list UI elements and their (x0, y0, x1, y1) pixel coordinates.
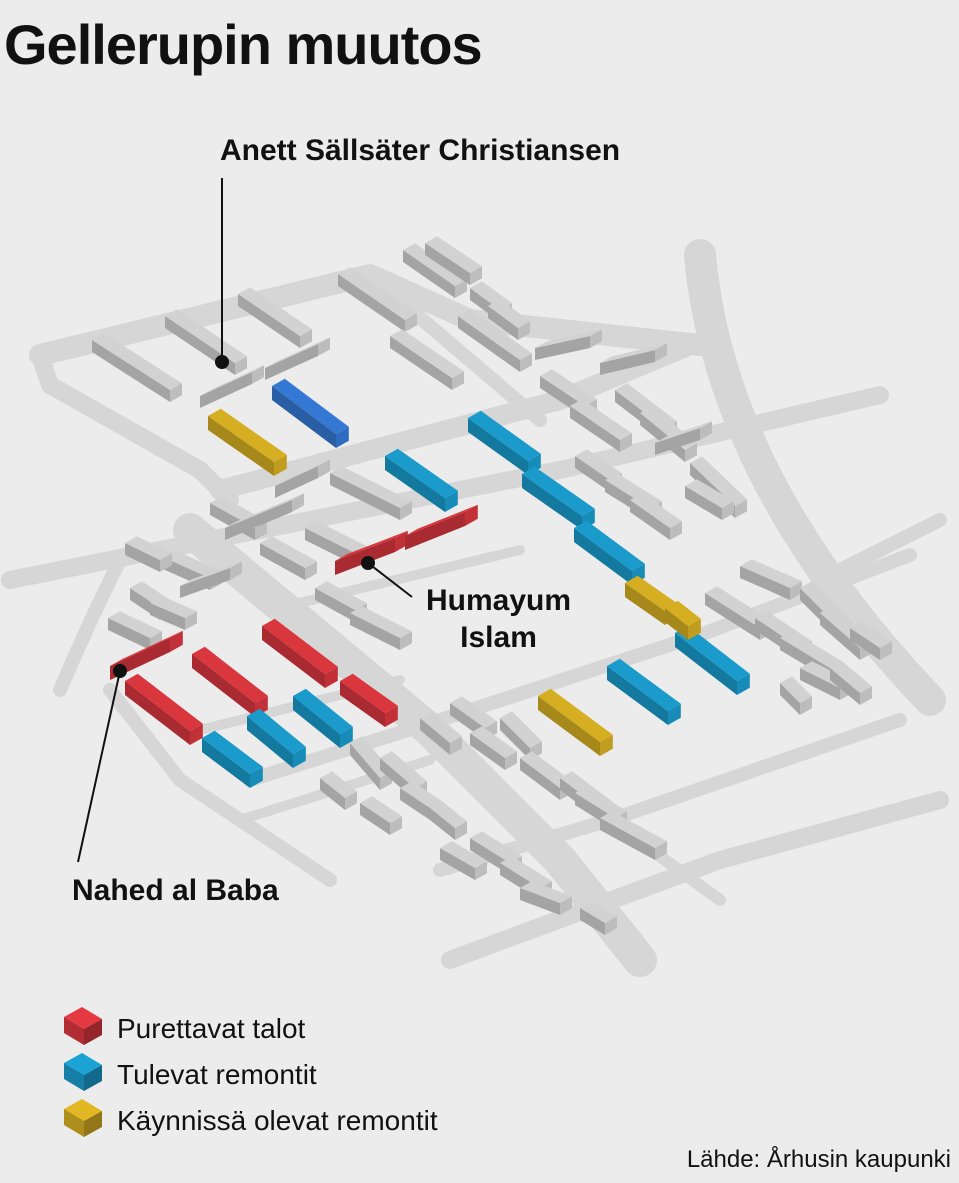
gray-building (265, 337, 330, 380)
gray-building (830, 661, 872, 705)
gray-building (92, 333, 182, 402)
demolish-building (125, 673, 203, 745)
legend-label: Tulevat remontit (117, 1059, 317, 1090)
gray-building (330, 466, 412, 520)
red-block-icon (64, 1007, 102, 1045)
gray-building (225, 493, 304, 540)
upcoming-building (247, 708, 306, 768)
gray-building (570, 399, 632, 452)
renovated-building (272, 378, 349, 448)
upcoming-building (675, 625, 750, 695)
yellow-block-icon (64, 1099, 102, 1137)
legend-label: Purettavat talot (117, 1013, 306, 1044)
gray-building (685, 479, 734, 520)
gray-building (425, 236, 482, 285)
gray-building (350, 606, 412, 650)
ongoing-building (208, 408, 287, 476)
demolish-building (405, 504, 478, 550)
gray-building (488, 299, 530, 340)
gray-building (390, 329, 464, 390)
gray-building (108, 611, 162, 650)
gray-building (260, 536, 317, 580)
gray-building (338, 267, 417, 332)
marker-anett (215, 355, 229, 369)
gray-building (535, 329, 602, 360)
callout-humayum: Humayum Islam (426, 583, 571, 656)
gray-building (430, 801, 467, 840)
gray-building (520, 881, 572, 915)
gray-building (580, 901, 617, 935)
gray-building (780, 676, 812, 715)
source-credit: Lähde: Århusin kaupunki (686, 1146, 951, 1173)
gray-buildings (92, 236, 892, 935)
callout-nahed: Nahed al Baba (72, 874, 279, 907)
gray-building (470, 726, 517, 770)
marker-nahed (113, 664, 127, 678)
upcoming-building (385, 448, 458, 512)
gray-building (458, 309, 532, 372)
page-title: Gellerupin muutos (4, 13, 483, 76)
gray-building (180, 561, 242, 598)
demolish-building (340, 673, 398, 727)
marker-humayum (361, 556, 375, 570)
upcoming-building (574, 520, 645, 585)
legend-label: Käynnissä olevat remontit (117, 1105, 438, 1136)
gray-building (403, 243, 467, 298)
gray-building (600, 343, 667, 375)
demolish-building (262, 618, 338, 688)
gray-building (150, 596, 197, 630)
gray-building (125, 536, 172, 572)
gray-building (420, 711, 462, 755)
callout-humayum-line1: Humayum (426, 584, 572, 617)
callout-anett: Anett Sällsäter Christiansen (220, 134, 621, 167)
gray-building (238, 287, 312, 348)
upcoming-building (293, 688, 353, 748)
leader-line-humayum (367, 562, 413, 598)
ongoing-building (665, 600, 701, 640)
gray-building (655, 421, 712, 455)
gray-building (360, 796, 402, 835)
callout-humayum-line2: Islam (460, 620, 537, 654)
leader-line-nahed (77, 670, 121, 863)
upcoming-building (202, 730, 263, 788)
gray-building (275, 459, 330, 498)
gray-building (600, 811, 667, 860)
upcoming-building (607, 658, 681, 725)
demolish-building (192, 646, 268, 717)
gray-building (740, 559, 802, 600)
gray-building (320, 771, 357, 810)
demolish-building (335, 530, 408, 575)
blue-block-icon (64, 1053, 102, 1091)
gray-building (630, 493, 682, 540)
highlighted-buildings (110, 378, 750, 788)
gray-building (850, 621, 892, 660)
ongoing-building (538, 688, 613, 756)
gray-building (440, 841, 487, 880)
gray-building (200, 365, 264, 408)
